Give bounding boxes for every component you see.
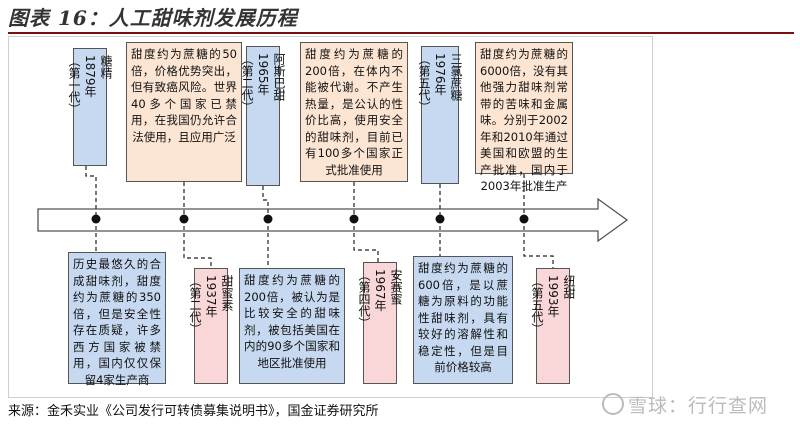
sucralose-description: 甜度约为蔗糖的6000倍，没有其他强力甜味剂常带的苦味和金属味。分别于2002年… <box>475 42 573 193</box>
neotame-box: 纽甜 1993年 （第五代） <box>530 268 576 384</box>
acesulfame-year: 1967年 <box>373 269 387 312</box>
title-divider <box>8 32 794 34</box>
cyclamate-year: 1937年 <box>204 275 218 318</box>
timeline-arrow <box>37 197 629 243</box>
connector-saccharin <box>85 166 97 219</box>
connector-acesulfame <box>353 219 379 262</box>
connector-neotame <box>523 219 554 268</box>
figure-title: 图表 16：人工甜味剂发展历程 <box>8 6 298 30</box>
timeline-dot-1967 <box>349 214 359 224</box>
sucralose-generation: （第五代） <box>417 53 431 113</box>
acesulfame-name: 安赛蜜 <box>389 269 403 305</box>
saccharin-name: 糖精 <box>99 55 113 79</box>
source-note: 来源：金禾实业《公司发行可转债募集说明书》，国金证券研究所 <box>8 404 379 419</box>
timeline-dot-1879 <box>91 214 101 224</box>
sucralose-box: 三氯蔗糖 1976年 （第五代） <box>417 46 463 184</box>
watermark: 雪球：行行查网 <box>602 391 768 418</box>
neotame-generation: （第五代） <box>530 275 544 335</box>
timeline-dot-1965 <box>263 214 273 224</box>
acesulfame-box: 安赛蜜 1967年 （第四代） <box>357 262 403 384</box>
watermark-text: 雪球：行行查网 <box>628 395 769 417</box>
saccharin-generation: （第一代） <box>67 55 81 115</box>
saccharin-year: 1879年 <box>83 55 97 98</box>
timeline-dot-1976 <box>435 214 445 224</box>
aspartame-year: 1965年 <box>256 53 270 96</box>
cyclamate-generation: （第二代） <box>188 275 202 335</box>
saccharin-box: 糖精 1879年 （第一代） <box>67 48 113 166</box>
timeline-dot-1937 <box>179 214 189 224</box>
timeline-dot-1993 <box>519 214 529 224</box>
cyclamate-name: 甜蜜素 <box>220 275 234 311</box>
aspartame-box: 阿斯巴甜 1965年 （第二代） <box>240 46 286 186</box>
neotame-description: 甜度约为蔗糖的600倍，是以蔗糖为原料的功能性甜味剂，具有较好的溶解性和稳定性，… <box>413 256 513 384</box>
connector-cyclamate <box>183 219 212 268</box>
acesulfame-description: 甜度约为蔗糖的200倍，被认为是比较安全的甜味剂，被包括美国在内的90多个国家和… <box>239 268 345 384</box>
aspartame-name: 阿斯巴甜 <box>272 53 286 101</box>
cyclamate-box: 甜蜜素 1937年 （第二代） <box>188 268 234 384</box>
aspartame-generation: （第二代） <box>240 53 254 113</box>
snowball-logo-icon <box>602 393 624 415</box>
sucralose-name: 三氯蔗糖 <box>449 53 463 101</box>
connector-aspartame <box>262 186 269 219</box>
acesulfame-generation: （第四代） <box>357 269 371 329</box>
aspartame-description: 甜度约为蔗糖的200倍，在体内不能被代谢。不产生热量，是公认的性价比高，使用安全… <box>300 42 408 182</box>
sucralose-year: 1976年 <box>433 53 447 96</box>
cyclamate-description: 历史最悠久的合成甜味剂，甜度约为蔗糖的350倍，但是安全性存在质疑，许多西方国家… <box>68 252 166 387</box>
neotame-year: 1993年 <box>546 275 560 318</box>
neotame-name: 纽甜 <box>562 275 576 299</box>
saccharin-description: 甜度约为蔗糖的50倍，价格优势突出，但有致癌风险。世界40多个国家已禁用，在我国… <box>126 42 242 182</box>
